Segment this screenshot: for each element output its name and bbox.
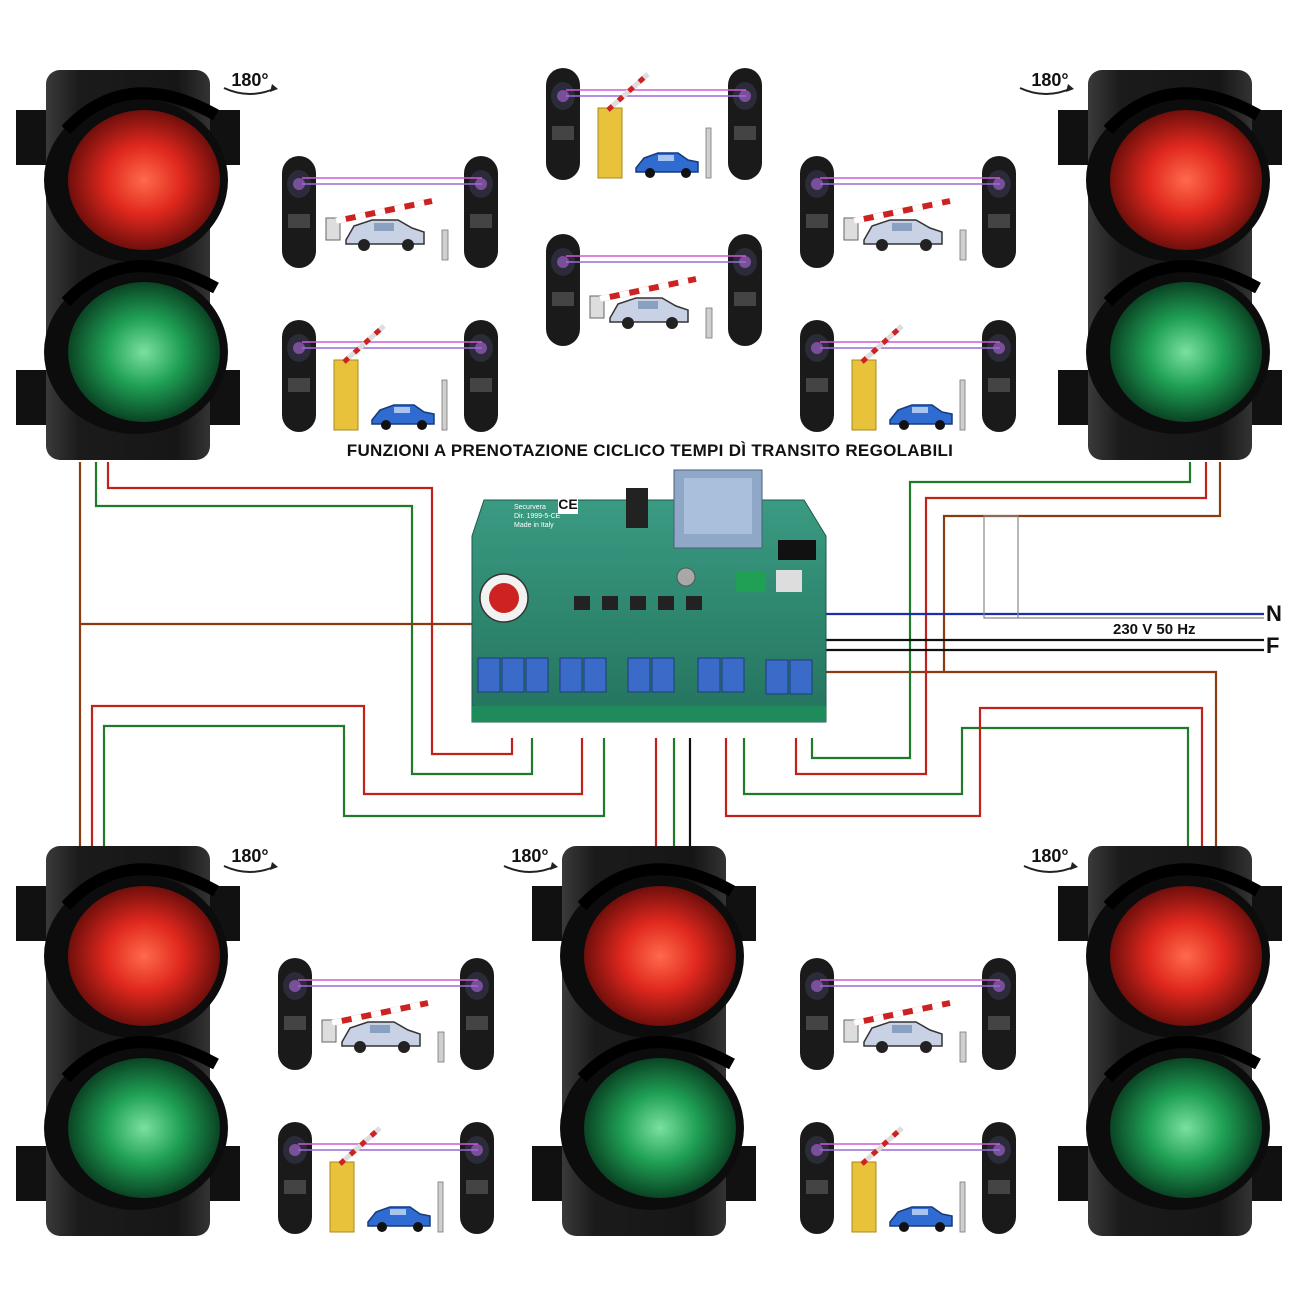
svg-text:Made in Italy: Made in Italy xyxy=(514,522,554,529)
rotate-180-icon: 180° xyxy=(503,846,559,873)
traffic-light-icon xyxy=(532,846,756,1236)
control-board-icon: CE Securvera Dir. 1999-5-CE Made in Ital… xyxy=(471,469,827,723)
svg-text:180°: 180° xyxy=(231,846,268,866)
svg-text:CE: CE xyxy=(558,496,577,512)
rotate-180-icon: 180° xyxy=(1023,846,1079,873)
photocell-barrier-scene xyxy=(282,320,498,432)
mains-phase-label: F xyxy=(1266,633,1280,658)
svg-text:Securvera: Securvera xyxy=(514,504,546,511)
rotate-180-icon: 180° xyxy=(223,846,279,873)
traffic-light-icon xyxy=(16,70,240,460)
traffic-light-icon xyxy=(16,846,240,1236)
photocell-barrier-scene xyxy=(282,156,498,268)
traffic-light-icon xyxy=(1058,70,1282,460)
photocell-barrier-scene xyxy=(278,958,494,1070)
svg-text:Dir. 1999-5-CE: Dir. 1999-5-CE xyxy=(514,513,561,520)
photocell-barrier-scene xyxy=(800,320,1016,432)
traffic-light-icon xyxy=(1058,846,1282,1236)
mains-neutral-label: N xyxy=(1266,601,1282,626)
mains-voltage-label: 230 V 50 Hz xyxy=(1113,621,1196,638)
photocell-barrier-scene xyxy=(800,958,1016,1070)
photocell-barrier-scene xyxy=(800,156,1016,268)
photocell-barrier-scene xyxy=(546,68,762,180)
svg-text:180°: 180° xyxy=(511,846,548,866)
rotate-180-icon: 180° xyxy=(223,70,279,95)
diagram-title: FUNZIONI A PRENOTAZIONE CICLICO TEMPI DÌ… xyxy=(346,441,954,460)
svg-text:180°: 180° xyxy=(1031,70,1068,90)
photocell-barrier-scene xyxy=(278,1122,494,1234)
photocell-barrier-scene xyxy=(800,1122,1016,1234)
photocell-barrier-scene xyxy=(546,234,762,346)
svg-text:180°: 180° xyxy=(231,70,268,90)
rotate-180-icon: 180° xyxy=(1019,70,1075,95)
svg-text:180°: 180° xyxy=(1031,846,1068,866)
